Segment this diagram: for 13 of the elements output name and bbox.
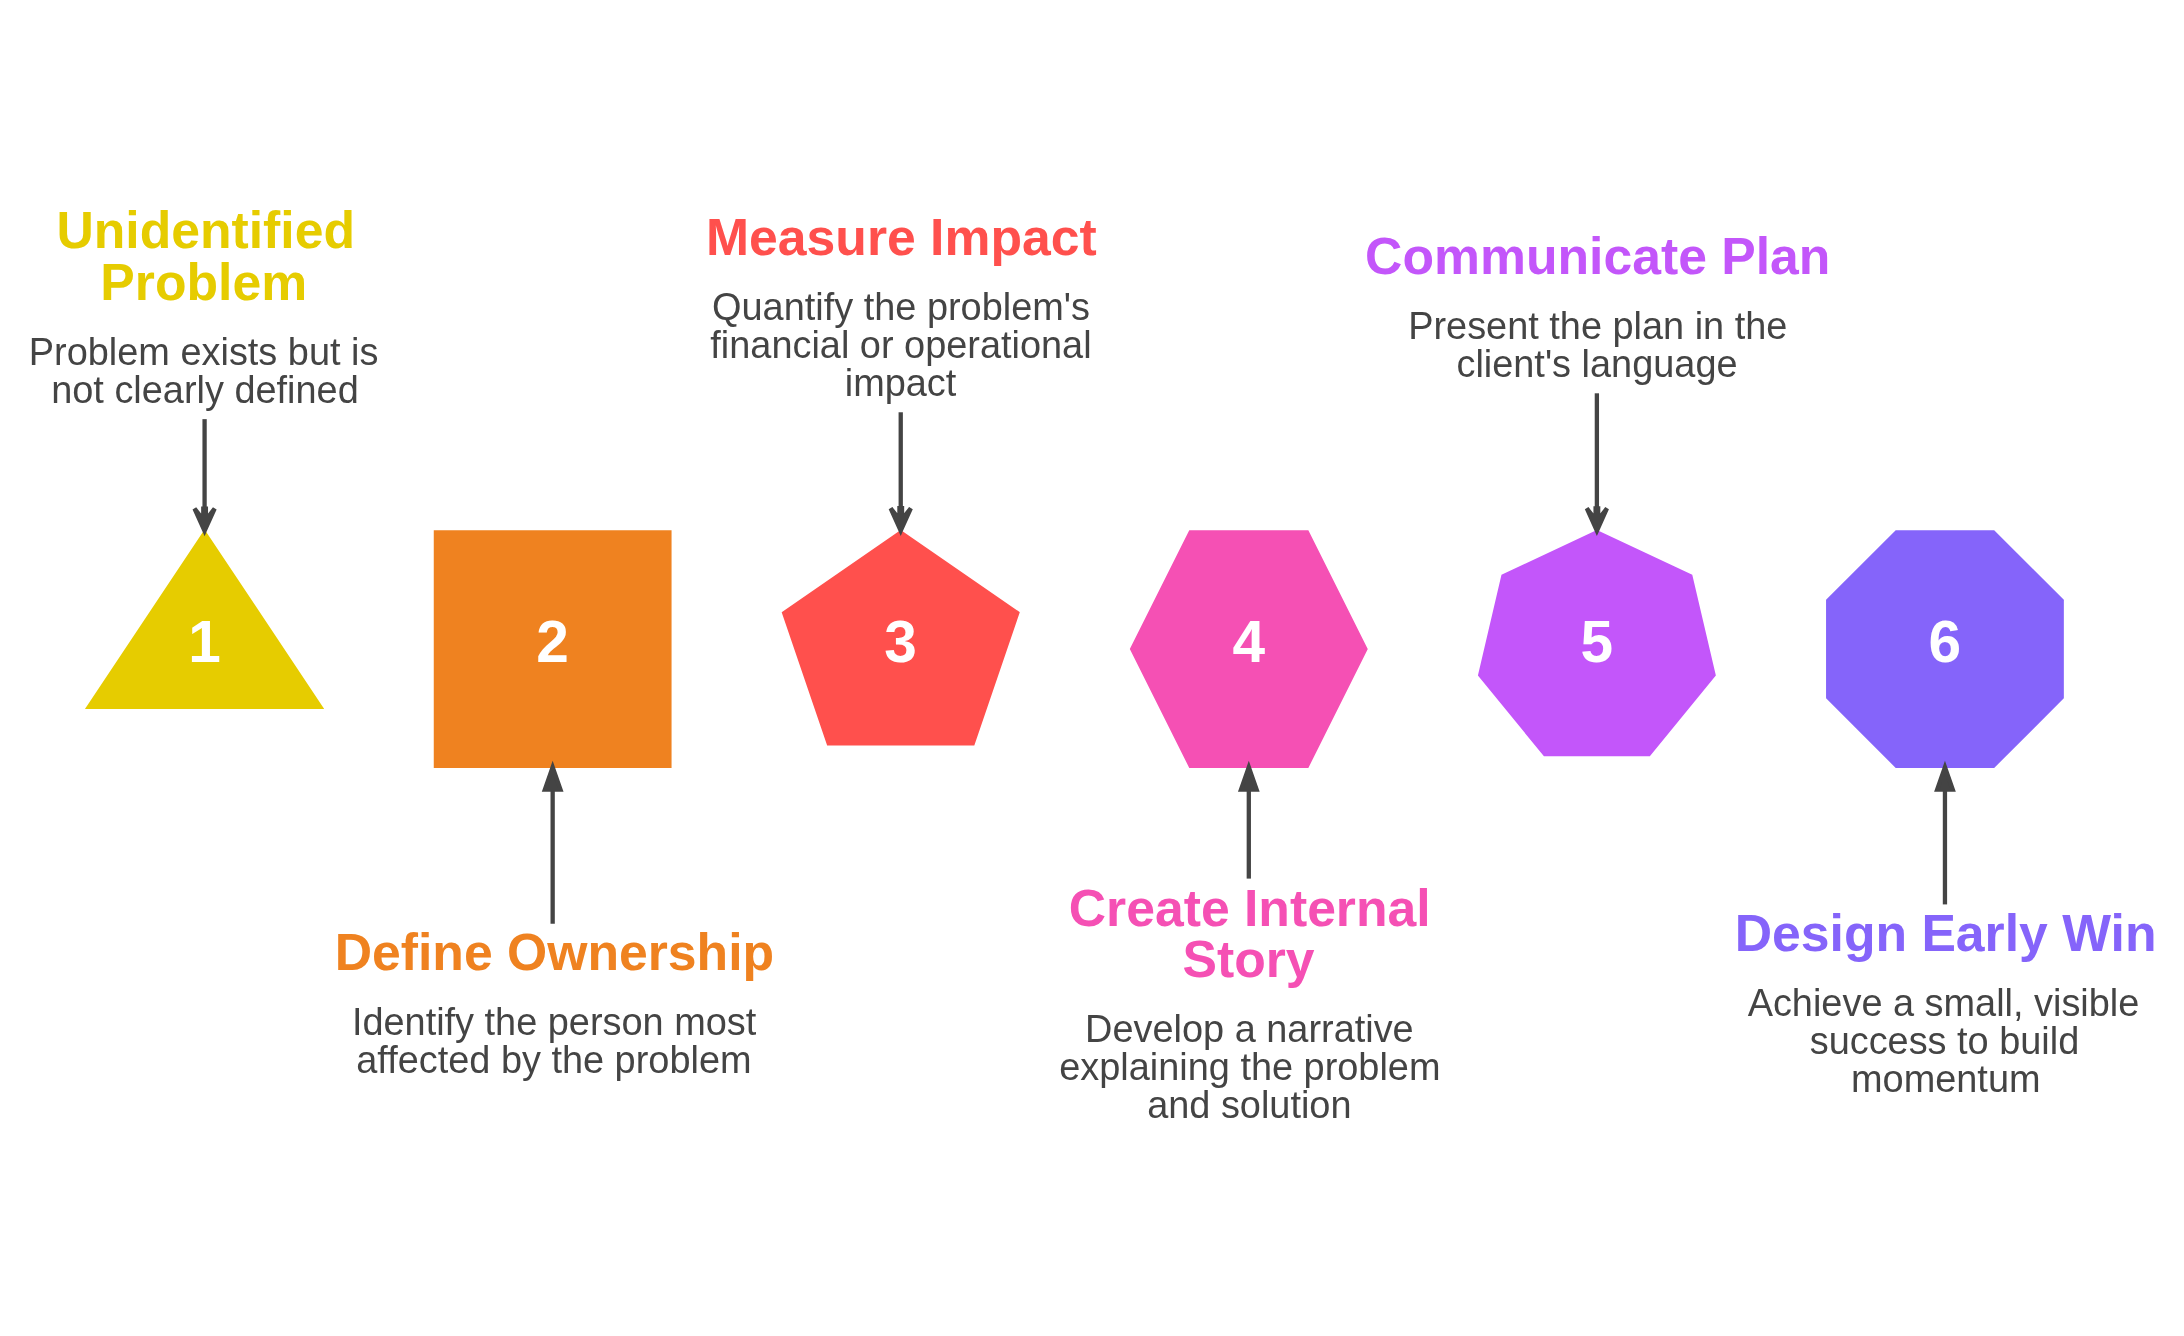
arrow: [1934, 760, 1956, 905]
node-text: Measure Impact Quantify the problem's financial or operational impact: [706, 208, 1097, 404]
arrow: [1584, 393, 1610, 533]
node-text: Communicate Plan Present the plan in the client's language: [1365, 227, 1831, 385]
node-text: Design Early Win Achieve a small, visible success to build momentum: [1734, 904, 2157, 1101]
node-box: 2: [433, 530, 672, 768]
node-text: Unidentified Problem Problem exists but is not clearly defined: [28, 201, 379, 411]
arrow: [1237, 760, 1260, 879]
node-text: Create Internal Story Develop a narrative explaining the problem and solution: [1059, 878, 1441, 1126]
arrow: [192, 419, 217, 534]
arrow: [888, 412, 913, 533]
arrow: [541, 760, 564, 924]
node-text: Define Ownership Identify the person most affected by the problem: [334, 923, 775, 1082]
